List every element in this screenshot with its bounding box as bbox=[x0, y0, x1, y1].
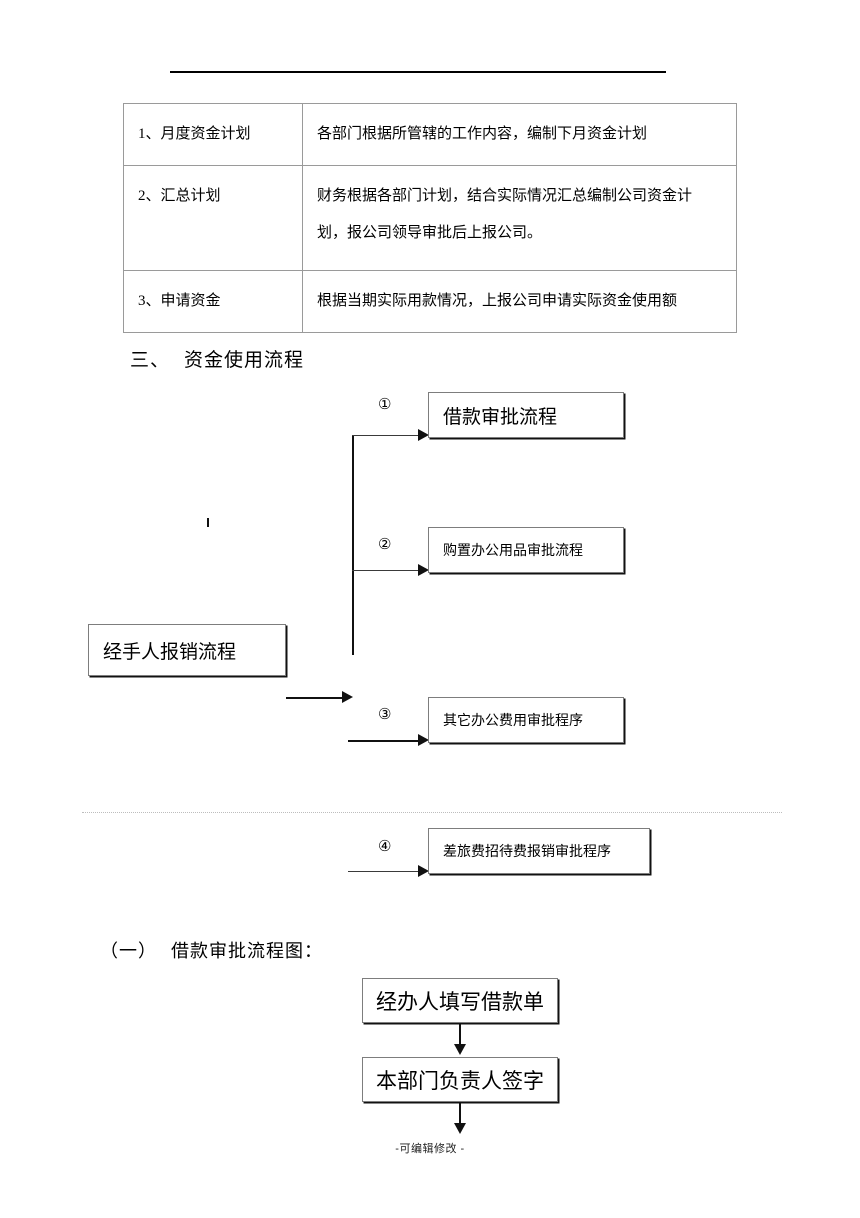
section-heading-loan-chart: （一） 借款审批流程图： bbox=[100, 937, 323, 963]
connector-loan-2 bbox=[459, 1102, 461, 1124]
section-number: 三、 bbox=[130, 350, 171, 371]
loan-step-box-1: 经办人填写借款单 bbox=[362, 978, 558, 1023]
flow-box-branch-4: 差旅费招待费报销审批程序 bbox=[428, 828, 650, 874]
subsection-number: （一） bbox=[100, 941, 157, 961]
arrowhead-loan-1 bbox=[454, 1044, 466, 1055]
table-cell-label: 2、汇总计划 bbox=[123, 164, 303, 271]
table-cell-content: 财务根据各部门计划，结合实际情况汇总编制公司资金计 划，报公司领导审批后上报公司… bbox=[302, 164, 737, 271]
connector-branch-3 bbox=[348, 740, 420, 742]
loan-step-box-2-label: 本部门负责人签字 bbox=[376, 1068, 544, 1093]
table-row: 3、申请资金 根据当期实际用款情况，上报公司申请实际资金使用额 bbox=[123, 269, 737, 333]
table-cell-label: 1、月度资金计划 bbox=[123, 103, 303, 166]
section-title: 资金使用流程 bbox=[184, 350, 305, 371]
loan-step-box-1-label: 经办人填写借款单 bbox=[376, 989, 544, 1014]
flow-box-branch-2-label: 购置办公用品审批流程 bbox=[443, 544, 583, 559]
funds-plan-table: 1、月度资金计划 各部门根据所管辖的工作内容，编制下月资金计划 2、汇总计划 财… bbox=[123, 103, 737, 333]
connector-branch-4 bbox=[348, 871, 420, 872]
connector-stray bbox=[286, 697, 344, 699]
arrowhead-branch-1 bbox=[418, 429, 429, 441]
flow-box-branch-1-label: 借款审批流程 bbox=[443, 406, 558, 428]
table-cell-content: 各部门根据所管辖的工作内容，编制下月资金计划 bbox=[302, 103, 737, 166]
flow-box-branch-4-label: 差旅费招待费报销审批程序 bbox=[443, 845, 611, 860]
caret-artifact bbox=[207, 518, 209, 527]
branch-marker-1: ① bbox=[378, 397, 392, 413]
arrowhead-branch-4 bbox=[418, 865, 429, 877]
flow-box-branch-3-label: 其它办公费用审批程序 bbox=[443, 714, 583, 729]
table-row: 1、月度资金计划 各部门根据所管辖的工作内容，编制下月资金计划 bbox=[123, 103, 737, 166]
arrowhead-loan-2 bbox=[454, 1123, 466, 1134]
flow-box-branch-3: 其它办公费用审批程序 bbox=[428, 697, 624, 743]
connector-branch-1 bbox=[352, 435, 420, 436]
arrowhead-branch-3 bbox=[418, 734, 429, 746]
branch-marker-4: ④ bbox=[378, 839, 392, 855]
section-heading-funds-flow: 三、资金使用流程 bbox=[130, 345, 304, 372]
page-dotted-separator bbox=[82, 812, 782, 813]
branch-marker-3: ③ bbox=[378, 707, 392, 723]
table-cell-label: 3、申请资金 bbox=[123, 269, 303, 333]
flow-box-branch-2: 购置办公用品审批流程 bbox=[428, 527, 624, 573]
arrowhead-stray bbox=[342, 691, 353, 703]
page-footer-note: -可编辑修改 - bbox=[395, 1143, 465, 1155]
table-cell-content: 根据当期实际用款情况，上报公司申请实际资金使用额 bbox=[302, 269, 737, 333]
connector-trunk-vertical bbox=[352, 435, 354, 655]
flow-box-branch-1: 借款审批流程 bbox=[428, 392, 624, 438]
arrowhead-branch-2 bbox=[418, 564, 429, 576]
flow-box-source: 经手人报销流程 bbox=[88, 624, 286, 676]
subsection-title: 借款审批流程图： bbox=[171, 941, 323, 961]
table-row: 2、汇总计划 财务根据各部门计划，结合实际情况汇总编制公司资金计 划，报公司领导… bbox=[123, 164, 737, 271]
loan-step-box-2: 本部门负责人签字 bbox=[362, 1057, 558, 1102]
branch-marker-2: ② bbox=[378, 537, 392, 553]
flow-box-source-label: 经手人报销流程 bbox=[103, 641, 237, 663]
connector-loan-1 bbox=[459, 1023, 461, 1045]
top-horizontal-rule bbox=[170, 71, 666, 73]
connector-branch-2 bbox=[352, 570, 420, 571]
